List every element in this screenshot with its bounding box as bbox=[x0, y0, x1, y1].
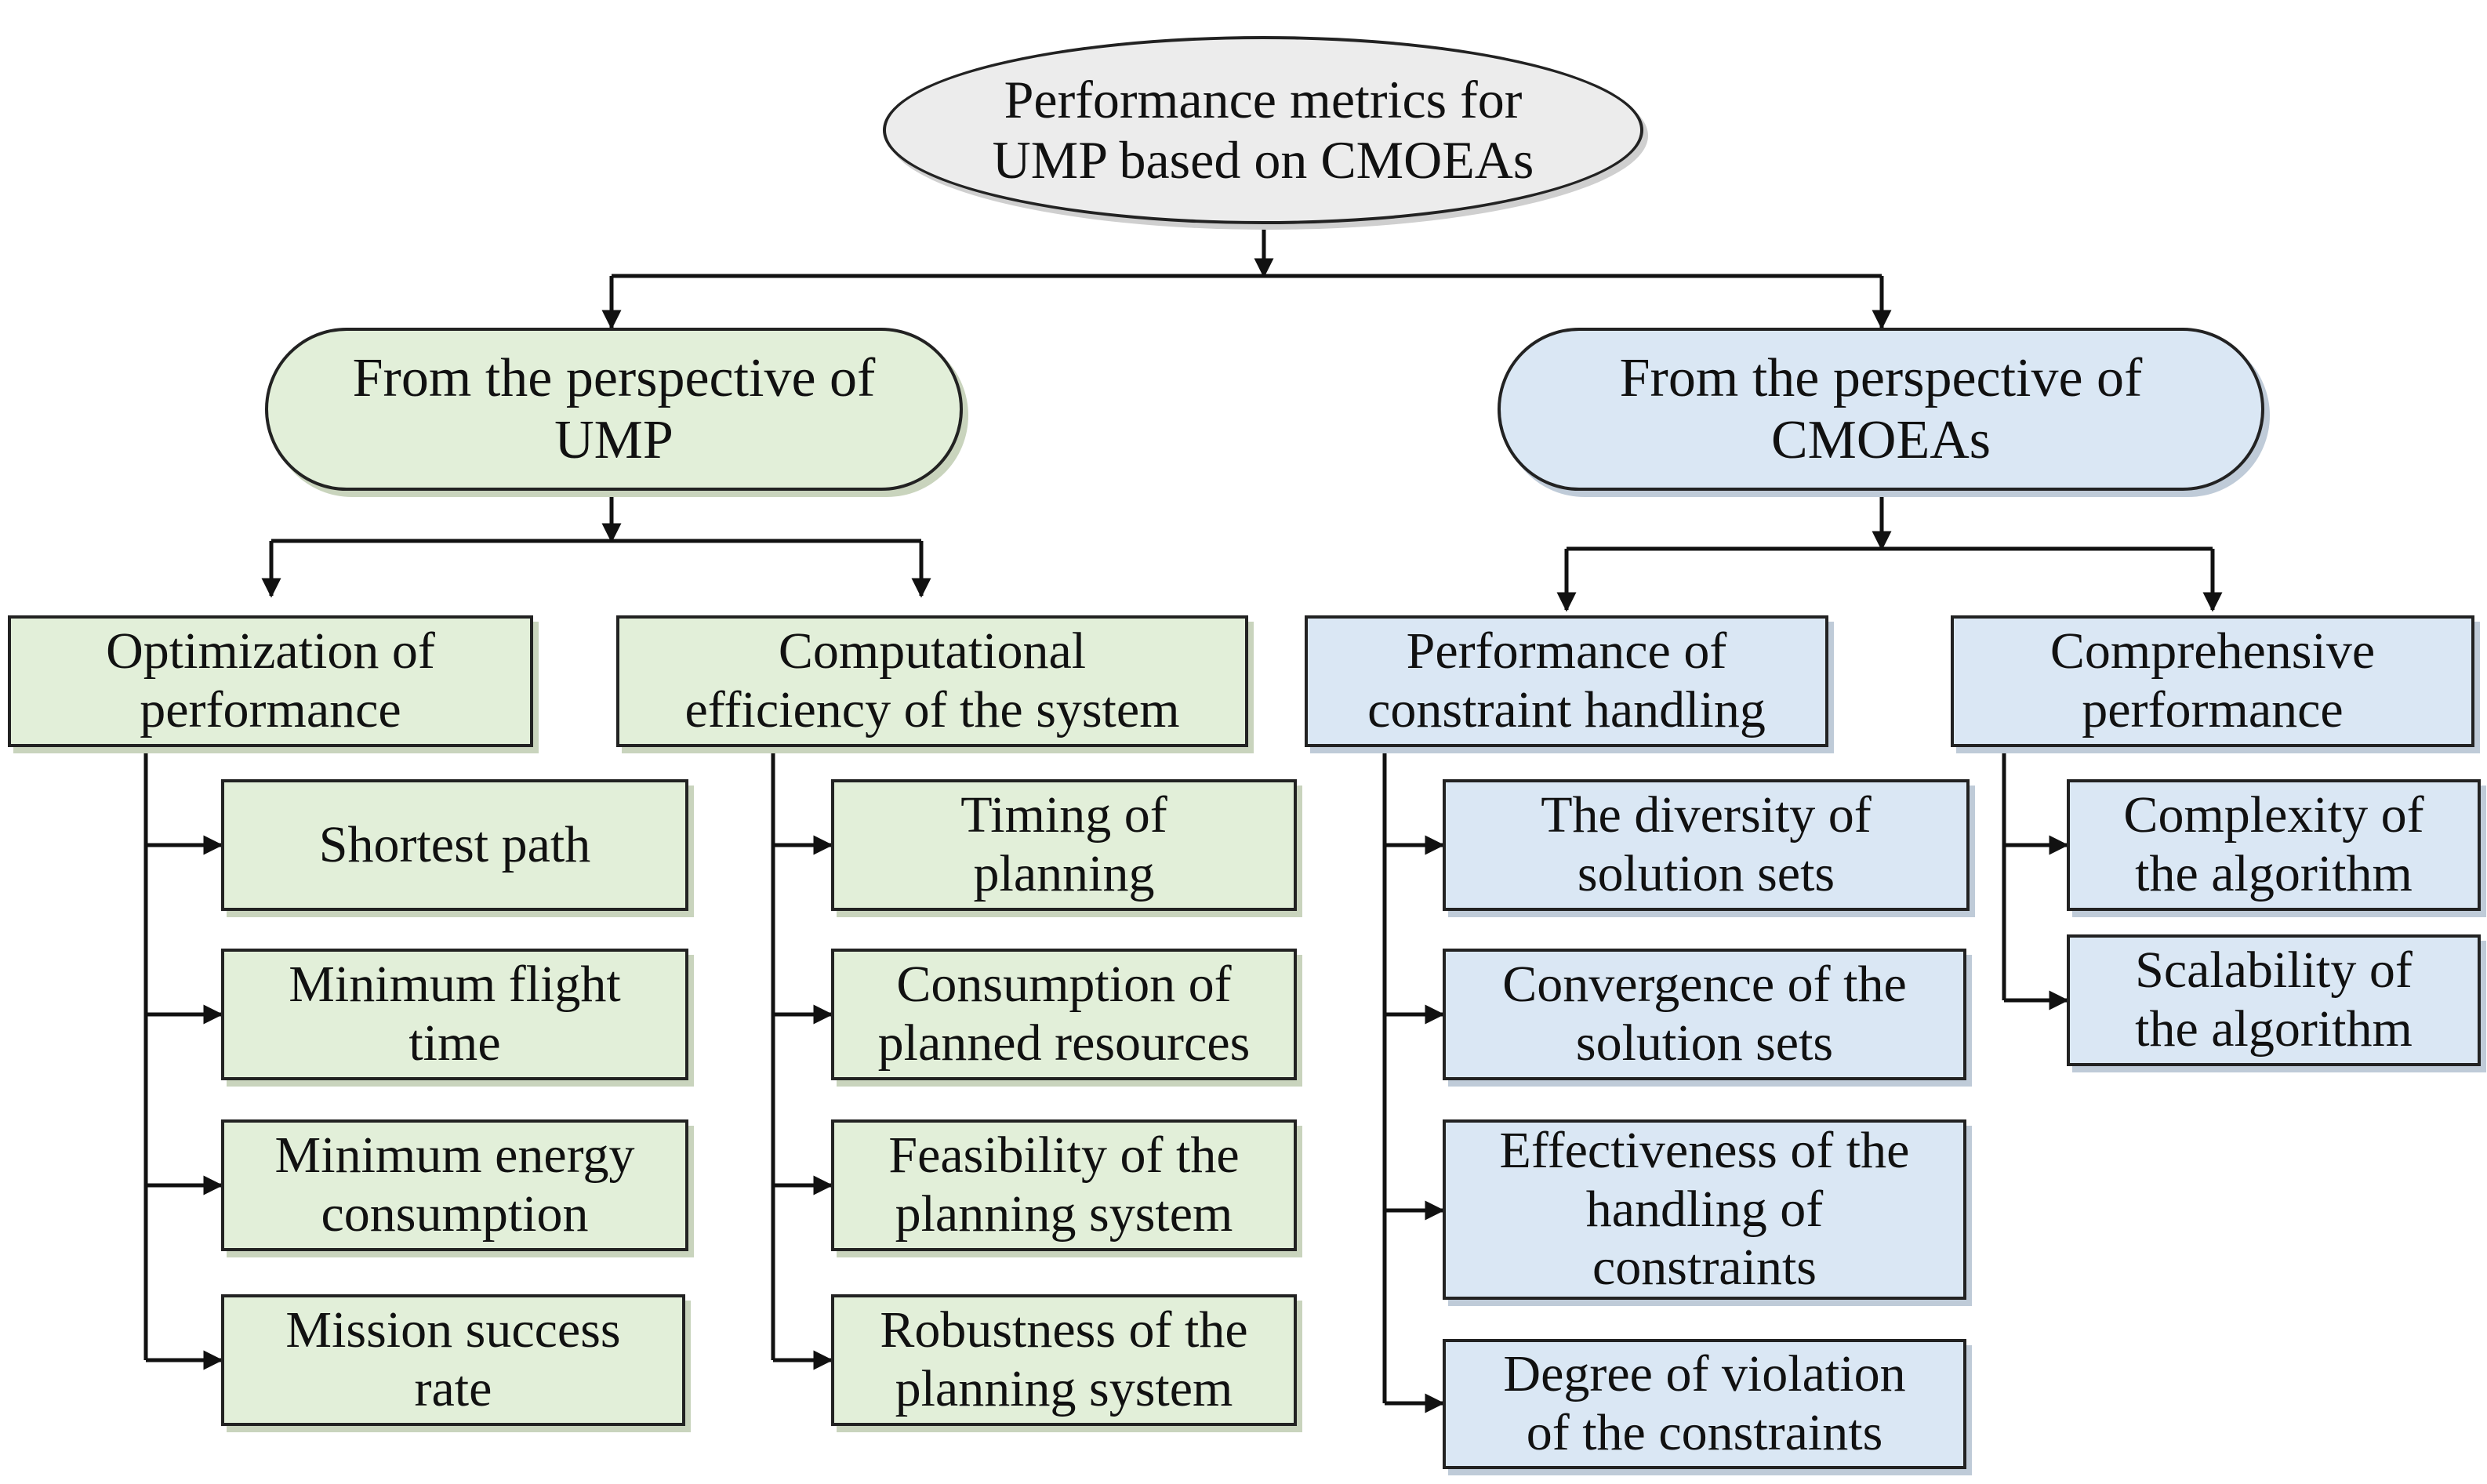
leaf-node: Degree of violation of the constraints bbox=[1443, 1339, 1966, 1469]
perspective-cmoeas-node: From the perspective of CMOEAs bbox=[1498, 328, 2264, 491]
leaf-label: Convergence of the solution sets bbox=[1502, 956, 1907, 1072]
leaf-label: Consumption of planned resources bbox=[877, 956, 1251, 1072]
leaf-label: Timing of planning bbox=[960, 786, 1167, 902]
leaf-node: The diversity of solution sets bbox=[1443, 779, 1970, 911]
leaf-label: Scalability of the algorithm bbox=[2135, 942, 2413, 1058]
leaf-label: Minimum flight time bbox=[289, 956, 621, 1072]
leaf-node: Convergence of the solution sets bbox=[1443, 949, 1966, 1080]
leaf-node: Effectiveness of the handling of constra… bbox=[1443, 1119, 1966, 1300]
leaf-node: Feasibility of the planning system bbox=[831, 1119, 1297, 1251]
perspective-ump-label: From the perspective of UMP bbox=[352, 347, 876, 470]
leaf-label: Degree of violation of the constraints bbox=[1503, 1345, 1906, 1461]
category-constraint-node: Performance of constraint handling bbox=[1305, 615, 1828, 747]
leaf-node: Mission success rate bbox=[221, 1294, 685, 1426]
leaf-label: Robustness of the planning system bbox=[880, 1301, 1248, 1417]
category-label: Computational efficiency of the system bbox=[684, 622, 1180, 738]
perspective-cmoeas-label: From the perspective of CMOEAs bbox=[1619, 347, 2143, 470]
perspective-ump-node: From the perspective of UMP bbox=[265, 328, 963, 491]
leaf-node: Robustness of the planning system bbox=[831, 1294, 1297, 1426]
category-label: Optimization of performance bbox=[106, 622, 435, 738]
root-label: Performance metrics for UMP based on CMO… bbox=[992, 70, 1534, 190]
category-label: Performance of constraint handling bbox=[1367, 622, 1766, 738]
leaf-label: The diversity of solution sets bbox=[1541, 786, 1872, 902]
leaf-node: Minimum energy consumption bbox=[221, 1119, 688, 1251]
leaf-label: Minimum energy consumption bbox=[274, 1127, 635, 1243]
leaf-node: Minimum flight time bbox=[221, 949, 688, 1080]
category-comprehensive-node: Comprehensive performance bbox=[1951, 615, 2474, 747]
leaf-node: Consumption of planned resources bbox=[831, 949, 1297, 1080]
category-optimization-node: Optimization of performance bbox=[8, 615, 533, 747]
leaf-label: Shortest path bbox=[318, 815, 591, 873]
category-label: Comprehensive performance bbox=[2050, 622, 2376, 738]
category-computational-node: Computational efficiency of the system bbox=[616, 615, 1248, 747]
root-node: Performance metrics for UMP based on CMO… bbox=[883, 36, 1643, 224]
leaf-label: Effectiveness of the handling of constra… bbox=[1499, 1122, 1910, 1297]
leaf-node: Scalability of the algorithm bbox=[2067, 934, 2481, 1066]
leaf-node: Timing of planning bbox=[831, 779, 1297, 911]
leaf-node: Shortest path bbox=[221, 779, 688, 911]
leaf-label: Feasibility of the planning system bbox=[888, 1127, 1240, 1243]
leaf-label: Mission success rate bbox=[285, 1301, 621, 1417]
leaf-label: Complexity of the algorithm bbox=[2123, 786, 2424, 902]
leaf-node: Complexity of the algorithm bbox=[2067, 779, 2481, 911]
